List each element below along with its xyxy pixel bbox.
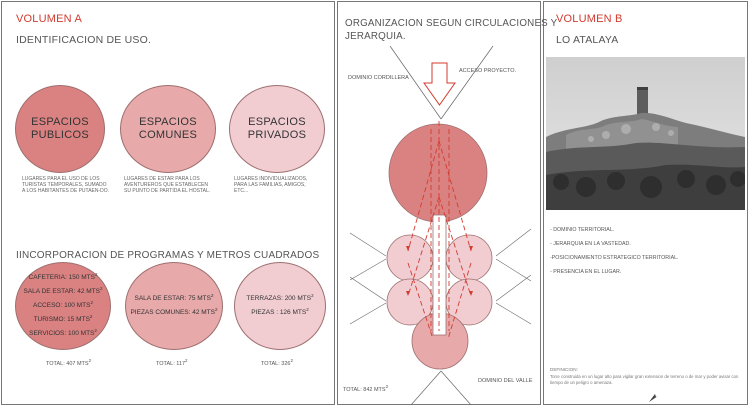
middle-total: TOTAL: 842 MTS2 (343, 384, 389, 393)
label-cordillera: DOMINIO CORDILLERA (348, 75, 409, 81)
definition-title: DEFINICION: (550, 367, 578, 372)
common-spaces-description: LUGARES DE ESTAR PARA LOS AVENTUREROS QU… (124, 176, 211, 194)
middle-panel-border (337, 1, 541, 405)
private-spaces-label-2: PRIVADOS (247, 129, 307, 141)
common-spaces-circle: ESPACIOS COMUNES (120, 85, 216, 173)
program-line: CAFETERIA: 150 MTS2 (28, 271, 98, 281)
circulation-diagram (349, 45, 532, 405)
bottom-v-line-left (410, 370, 442, 405)
programs-title: IINCORPORACION DE PROGRAMAS Y METROS CUA… (16, 250, 320, 261)
definition-text: Torre construida en un lugar alto para v… (550, 374, 739, 385)
total-public: TOTAL: 407 MTS2 (46, 358, 92, 367)
top-v-line-left (389, 45, 442, 120)
private-spaces-label-1: ESPACIOS (248, 116, 306, 128)
left-panel-border (1, 1, 335, 405)
public-spaces-description: LUGARES PARA EL USO DE LOS TURISTAS TEMP… (22, 176, 110, 194)
program-line: PIEZAS COMUNES: 42 MTS2 (130, 306, 218, 316)
circulation-path (407, 262, 434, 340)
top-v-line-right (440, 45, 494, 120)
atalaya-list-item: - JERARQUIA EN LA VASTEDAD. (550, 241, 631, 247)
program-line: TURISMO: 15 MTS2 (33, 313, 93, 323)
circulation-path (438, 196, 472, 297)
label-valle: DOMINIO DEL VALLE (478, 378, 533, 384)
arrowhead-icon (406, 291, 410, 296)
side-line (495, 228, 532, 257)
small-circle-right-top (445, 234, 493, 282)
program-line: SALA DE ESTAR: 75 MTS2 (134, 292, 214, 302)
organization-title-line1: ORGANIZACION SEGUN CIRCULACIONES Y (345, 18, 558, 29)
public-spaces-label-2: PUBLICOS (30, 129, 90, 141)
small-circle-left-top (386, 234, 434, 282)
side-line (349, 258, 387, 281)
identification-title: IDENTIFICACION DE USO. (16, 34, 152, 46)
main-hierarchy-circle (388, 123, 488, 223)
atalaya-list-item: - PRESENCIA EN EL LUGAR. (550, 269, 622, 275)
total-private: TOTAL: 3262 (261, 358, 293, 367)
program-line: SERVICIOS: 100 MTS2 (29, 327, 97, 337)
private-spaces-circle: ESPACIOS PRIVADOS (229, 85, 325, 173)
circulation-path (447, 262, 472, 340)
right-panel-border (543, 1, 748, 405)
volume-a-title: VOLUMEN A (16, 13, 82, 25)
public-spaces-label-1: ESPACIOS (31, 116, 89, 128)
arrowhead-icon (406, 246, 410, 251)
private-spaces-description: LUGARES INDIVIDUALIZADOS, PARA LAS FAMIL… (234, 176, 308, 194)
public-spaces-circle: ESPACIOS PUBLICOS (15, 85, 105, 173)
side-line (495, 258, 532, 282)
circulation-path (407, 196, 440, 297)
circulation-path (438, 140, 472, 252)
common-spaces-label-1: ESPACIOS (139, 116, 197, 128)
tower-shape (637, 87, 648, 119)
atalaya-photo (546, 57, 745, 210)
organization-title-line2: JERARQUIA. (345, 31, 406, 42)
atalaya-list-item: - DOMINIO TERRITORIAL. (550, 227, 615, 233)
atalaya-photo-image (546, 57, 745, 210)
atalaya-title: LO ATALAYA (556, 34, 619, 46)
circulation-path (407, 140, 440, 252)
total-common: TOTAL: 1172 (156, 358, 188, 367)
entry-arrow-icon (423, 62, 456, 106)
bottom-v-line-right (440, 370, 472, 405)
program-circle-private: TERRAZAS: 200 MTS2 PIEZAS : 126 MTS2 (234, 262, 326, 350)
common-spaces-label-2: COMUNES (138, 129, 198, 141)
side-line (495, 302, 532, 325)
program-circle-public: CAFETERIA: 150 MTS2 SALA DE ESTAR: 42 MT… (15, 262, 111, 350)
program-line: PIEZAS : 126 MTS2 (251, 306, 309, 316)
side-line (349, 302, 387, 325)
atalaya-list-item: -POSICIONAMIENTO ESTRATEGICO TERRITORIAL… (550, 255, 679, 261)
label-acceso: ACCESO PROYECTO. (459, 68, 517, 74)
side-line (349, 232, 387, 257)
program-circle-common: SALA DE ESTAR: 75 MTS2 PIEZAS COMUNES: 4… (125, 262, 223, 350)
arrowhead-icon (469, 246, 473, 251)
side-line (349, 276, 387, 302)
program-line: TERRAZAS: 200 MTS2 (246, 292, 314, 302)
north-arrow-icon (649, 394, 658, 402)
side-line (495, 274, 532, 302)
volume-b-title: VOLUMEN B (556, 13, 623, 25)
program-line: SALA DE ESTAR: 42 MTS2 (23, 285, 103, 295)
arrowhead-icon (469, 291, 473, 296)
program-line: ACCESO: 100 MTS2 (33, 299, 93, 309)
central-corridor (432, 214, 447, 336)
